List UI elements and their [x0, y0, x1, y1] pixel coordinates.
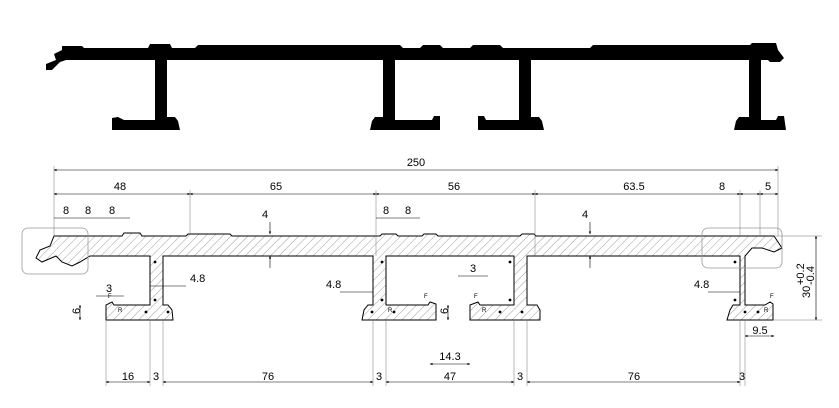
- left-hook-detail-box: [21, 227, 89, 275]
- dimension-lines: [53, 168, 818, 384]
- extension-lines: [53, 166, 822, 386]
- dim-thickness-4: 4: [262, 209, 268, 221]
- dim-small-8: 8: [63, 205, 69, 217]
- dim-slot-3: 3: [470, 263, 476, 275]
- dim-small-8: 8: [109, 205, 115, 217]
- feature-letter: F: [108, 294, 112, 300]
- dim-gap-14-3: 14.3: [439, 351, 460, 363]
- tolerance-lower: -0.4: [805, 266, 817, 285]
- dim-bottom-76: 76: [628, 371, 640, 383]
- dim-height-6: 6: [71, 308, 83, 314]
- profile-silhouette: [46, 43, 786, 130]
- dim-small-8: 8: [383, 205, 389, 217]
- dim-width-63-5: 63.5: [623, 181, 644, 193]
- dim-width-65: 65: [270, 181, 282, 193]
- dim-bottom-76: 76: [262, 371, 274, 383]
- feature-letter: F: [424, 294, 428, 300]
- dim-bottom-16: 16: [122, 371, 134, 383]
- feature-letter: R: [118, 308, 123, 314]
- dim-width-56: 56: [448, 181, 460, 193]
- dim-thickness-4: 4: [582, 209, 588, 221]
- dim-slot-3: 3: [106, 283, 112, 295]
- dim-bottom-47: 47: [444, 371, 456, 383]
- pin-holes: [144, 260, 760, 314]
- silhouette-leg-4: [734, 60, 786, 130]
- feature-letter: R: [764, 308, 769, 314]
- right-hook-detail-box: [701, 227, 783, 269]
- dim-width-8-right: 8: [719, 181, 725, 193]
- dimension-labels: 250 48 65 56 63.5 8 5 8 8 8 8 8 4 4 4.8 …: [63, 157, 817, 383]
- feature-letter: R: [388, 308, 393, 314]
- silhouette-leg-3: [478, 60, 544, 130]
- section-outline: [35, 232, 783, 321]
- dim-small-8: 8: [85, 205, 91, 217]
- feature-letter: R: [482, 308, 487, 314]
- silhouette-leg-2: [370, 60, 440, 130]
- dim-height-30-tolerance: 30 +0.2 -0.4: [795, 263, 817, 298]
- dim-web-4-8: 4.8: [190, 273, 205, 285]
- dim-overall-width: 250: [407, 157, 425, 169]
- dim-bottom-3: 3: [153, 371, 159, 383]
- feature-letter: F: [770, 294, 774, 300]
- dim-bottom-3: 3: [517, 371, 523, 383]
- silhouette-leg-1: [112, 60, 180, 130]
- dim-end-9-5: 9.5: [752, 325, 767, 337]
- dim-bottom-3: 3: [376, 371, 382, 383]
- dim-web-4-8: 4.8: [694, 279, 709, 291]
- dim-small-8: 8: [405, 205, 411, 217]
- dim-bottom-3: 3: [739, 371, 745, 383]
- profile-section: F R R F F R R F: [21, 227, 783, 321]
- dim-height-6: 6: [439, 308, 451, 314]
- silhouette-deck: [46, 43, 784, 70]
- feature-letter: F: [474, 294, 478, 300]
- tolerance-upper: +0.2: [795, 263, 807, 285]
- svg-text:30: 30: [801, 286, 813, 298]
- dim-width-5: 5: [765, 181, 771, 193]
- dim-width-48: 48: [114, 181, 126, 193]
- dim-web-4-8: 4.8: [326, 279, 341, 291]
